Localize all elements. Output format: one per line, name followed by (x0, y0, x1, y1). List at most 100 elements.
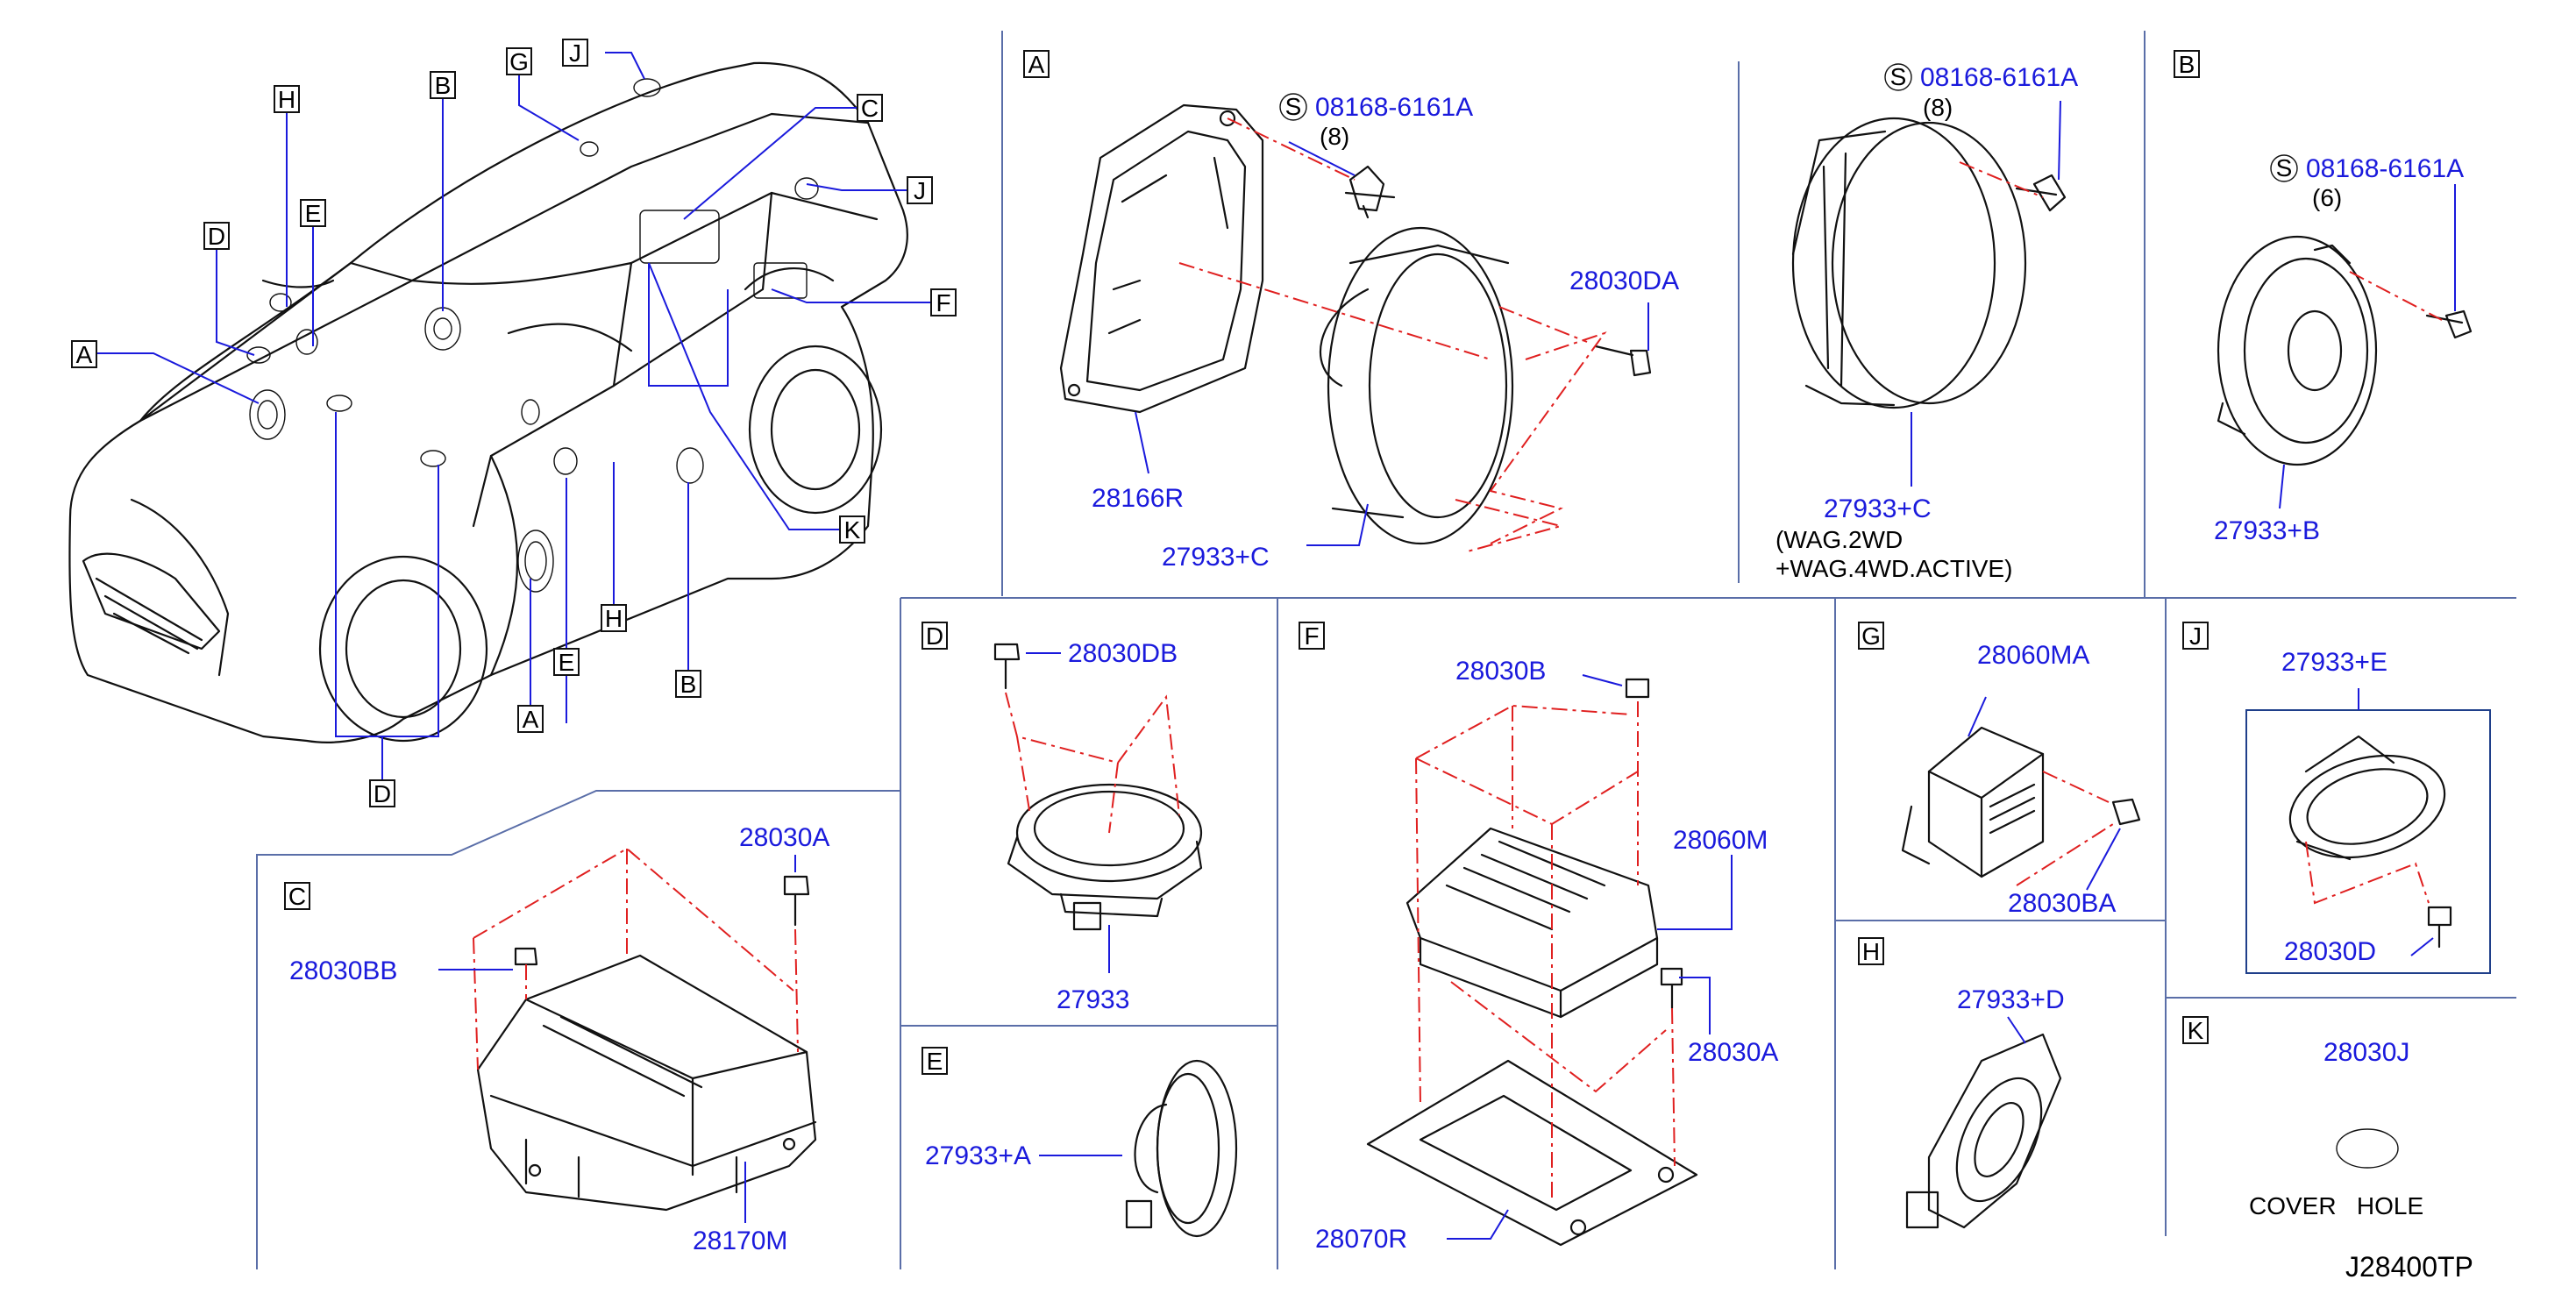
section-g-module-part: 28060MA (1977, 641, 2089, 670)
callout-k: K (844, 516, 861, 544)
callout-h-lower: H (605, 605, 623, 632)
vehicle-speaker-locations (246, 78, 819, 593)
section-b-speaker-drawing (2217, 235, 2378, 466)
callout-e-lower: E (559, 649, 575, 676)
section-a-screw-qty: (8) (1320, 123, 1349, 150)
section-j: J 27933+E 28030D (2182, 622, 2491, 974)
drawing-code: J28400TP (2345, 1251, 2473, 1283)
section-h: H 27933+D (1858, 937, 2065, 1229)
callout-j-right: J (914, 177, 926, 204)
overview-leader-lines (96, 52, 931, 780)
section-a-bracket-part: 28166R (1092, 484, 1184, 513)
callout-f: F (936, 289, 950, 316)
panel-dividers (256, 31, 2516, 1269)
amplifier-drawing (476, 954, 817, 1212)
section-j-speaker-part: 27933+E (2281, 648, 2387, 677)
section-a-screw-part: 08168-6161A (1315, 93, 1473, 122)
section-d: D 28030DB 27933 (922, 622, 1203, 1014)
section-d-dashed-guides (1005, 692, 1180, 834)
variant-screw-prefix: S (1890, 63, 1907, 90)
section-f-nut-part: 28030B (1455, 657, 1546, 686)
section-j-dashed-guides (2305, 841, 2430, 905)
section-a-bolt-part: 28030DA (1569, 267, 1679, 295)
callout-j-top: J (569, 39, 581, 67)
section-j-letter: J (2189, 622, 2202, 650)
section-g-letter: G (1861, 622, 1881, 650)
section-a-leaders (1135, 141, 1649, 546)
speaker-bracket-drawing (1059, 103, 1264, 414)
variant-speaker-drawing (1791, 117, 2027, 409)
section-h-speaker-drawing (1905, 1033, 2062, 1229)
bolt-drawing (1344, 165, 1652, 377)
section-a-dashed-guides (1178, 117, 1607, 553)
callout-d: D (208, 223, 225, 250)
section-k: K 28030J COVER HOLE (2182, 1016, 2423, 1219)
callout-d-lower: D (374, 780, 391, 807)
section-f-amplifier-drawing (1405, 827, 1659, 1019)
section-k-description: COVER HOLE (2249, 1192, 2423, 1219)
variant-screw-part: 08168-6161A (1920, 63, 2078, 92)
section-g-module-drawing (1901, 726, 2045, 878)
section-c-bolt-part: 28030A (739, 823, 829, 852)
section-d-letter: D (926, 622, 943, 650)
variant-speaker-part: 27933+C (1824, 494, 1932, 523)
callout-h: H (278, 86, 295, 113)
section-j-bolt-part: 28030D (2284, 937, 2376, 966)
section-c-amp-part: 28170M (693, 1226, 787, 1255)
section-f-bolt-part: 28030A (1688, 1038, 1778, 1067)
section-f-fasteners (1625, 678, 1683, 1010)
callout-c: C (861, 95, 879, 122)
section-e-speaker-part: 27933+A (925, 1141, 1031, 1170)
vehicle-outline-drawing (68, 61, 908, 743)
section-f-letter: F (1304, 622, 1319, 650)
section-c-fasteners (514, 875, 810, 966)
section-f-bracket-drawing (1366, 1059, 1698, 1247)
section-j-speaker-drawing (2288, 735, 2446, 861)
overview-callouts: A D H E B G J C J F K H E (71, 39, 957, 807)
section-c: C 28030A 28030BB 28170M (284, 823, 829, 1255)
section-k-part: 28030J (2323, 1038, 2409, 1067)
section-b-screw-prefix: S (2276, 154, 2293, 181)
section-d-speaker-part: 27933 (1057, 985, 1129, 1014)
section-d-speaker-drawing (1007, 783, 1203, 931)
section-f-bracket-part: 28070R (1315, 1225, 1407, 1254)
section-f: F 28030B (1299, 622, 1778, 1254)
section-b-speaker-part: 27933+B (2214, 516, 2320, 545)
section-a-variant: S 08168-6161A (8) 27933+C (WAG.2WD +WAG.… (1775, 63, 2078, 582)
section-a: A (1023, 50, 1679, 572)
callout-e: E (305, 200, 322, 227)
section-c-nut-part: 28030BB (289, 956, 397, 985)
vehicle-overview: A D H E B G J C J F K H E (68, 39, 957, 807)
section-h-letter: H (1862, 938, 1880, 965)
variant-note-line2: +WAG.4WD.ACTIVE) (1775, 555, 2012, 582)
section-h-speaker-part: 27933+D (1957, 985, 2065, 1014)
section-e-letter: E (927, 1048, 943, 1075)
section-d-bolt-part: 28030DB (1068, 639, 1178, 668)
section-f-dashed-guides (1415, 701, 1676, 1201)
section-f-amp-part: 28060M (1673, 826, 1768, 855)
section-e-speaker-drawing (1125, 1059, 1238, 1238)
section-b-screw-qty: (6) (2312, 184, 2342, 211)
section-a-screw-prefix: S (1285, 93, 1302, 120)
section-b-screw-part: 08168-6161A (2306, 154, 2464, 183)
section-j-frame (2245, 709, 2491, 974)
callout-a-lower: A (523, 706, 539, 733)
section-g: G 28060MA 28030BA (1858, 622, 2141, 918)
section-b: B S 08168-6161A (6) 27933+B (2174, 50, 2473, 545)
callout-g: G (509, 48, 529, 75)
variant-screw-drawing (2015, 174, 2067, 212)
section-c-letter: C (288, 883, 306, 910)
section-a-speaker-part: 27933+C (1162, 543, 1270, 572)
section-c-dashed-guides (473, 847, 799, 1070)
speaker-drawing (1320, 226, 1514, 545)
variant-note-line1: (WAG.2WD (1775, 526, 1903, 553)
callout-b: B (435, 72, 452, 99)
section-a-letter: A (1028, 51, 1045, 78)
section-b-letter: B (2179, 51, 2195, 78)
callout-a: A (76, 341, 93, 368)
section-g-nut-part: 28030BA (2008, 889, 2116, 918)
callout-b-lower: B (680, 671, 697, 698)
section-e: E 27933+A (922, 1047, 1238, 1238)
hole-cover-drawing (2336, 1128, 2399, 1169)
